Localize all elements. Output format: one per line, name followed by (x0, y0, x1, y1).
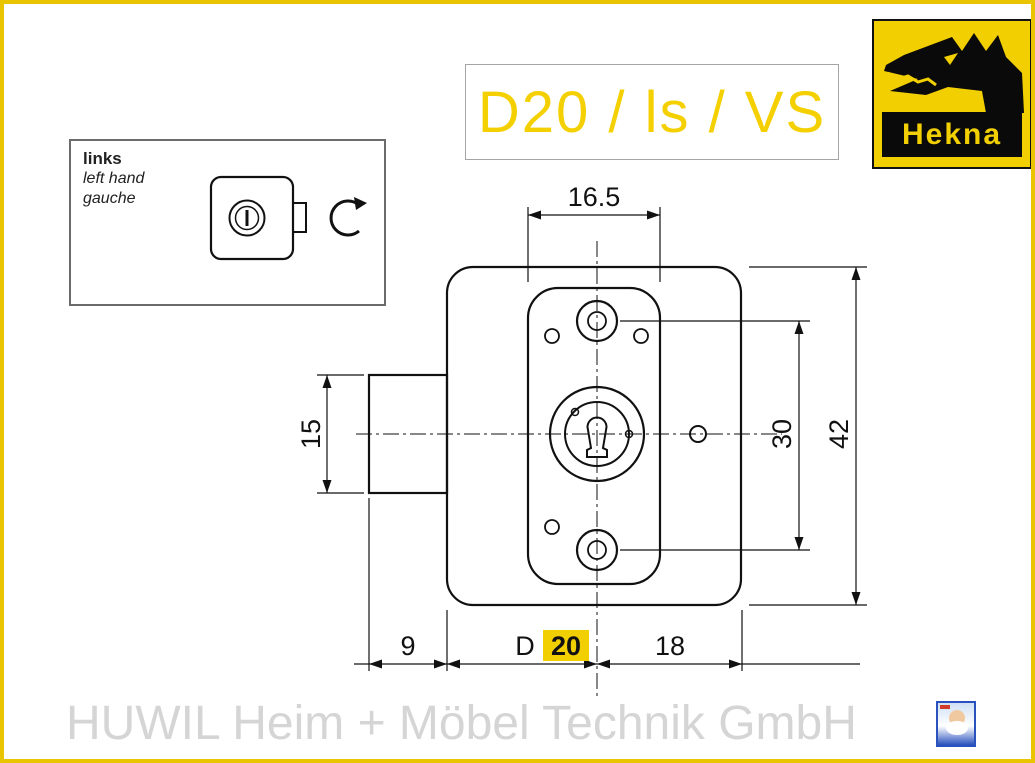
cylinder-inner (564, 401, 630, 467)
cylinder-notch-right (624, 429, 634, 439)
orientation-label-fr: gauche (83, 190, 136, 207)
dimension-body-height: 42 (749, 266, 867, 606)
lock-technical-drawing: 16.5 15 30 42 (296, 182, 867, 696)
keyhole (586, 416, 608, 458)
orientation-label-en: left hand (83, 170, 145, 187)
screw-hole-top (575, 299, 619, 343)
orientation-lock-icon (209, 175, 367, 261)
rotation-arrow-icon (329, 197, 367, 237)
diameter-highlight (543, 630, 589, 661)
screw-hole-top-inner (587, 311, 607, 331)
lock-body (445, 265, 743, 607)
orientation-labels: links left hand gauche (83, 149, 144, 209)
mounting-plate (526, 286, 662, 586)
dim-diameter-prefix: D (515, 631, 535, 661)
plate-pin-hole-bottom-left (544, 519, 560, 535)
plate-pin-hole-top-right (633, 328, 649, 344)
plate-pin-hole-top-left (544, 328, 560, 344)
dim-diameter-value: 20 (551, 631, 581, 661)
dimension-bottom-chain: 9 D 20 18 (354, 498, 860, 671)
cylinder-notch-left (570, 407, 580, 417)
dimension-latch-height: 15 (296, 374, 364, 494)
mascot-beard (946, 721, 968, 735)
wolf-icon (884, 33, 1024, 113)
dim-body-height-value: 42 (824, 419, 854, 449)
title-box: D20 / ls / VS (465, 64, 839, 160)
orientation-box: links left hand gauche (69, 139, 386, 306)
dim-latch-height-value: 15 (296, 419, 326, 449)
screw-hole-bottom (575, 528, 619, 572)
dim-hole-spacing-value: 30 (767, 419, 797, 449)
footer-company: HUWIL Heim + Möbel Technik GmbH (66, 697, 857, 750)
dimension-hole-spacing: 30 (620, 320, 810, 551)
dimension-top-width: 16.5 (527, 182, 661, 282)
footer-mascot-image (936, 701, 976, 747)
screw-hole-bottom-inner (587, 540, 607, 560)
dim-top-width-value: 16.5 (568, 182, 621, 212)
mascot-red-mark (940, 705, 950, 709)
dim-protrusion-value: 9 (400, 631, 415, 661)
dim-right-offset-value: 18 (655, 631, 685, 661)
latch-bolt (367, 373, 449, 495)
page-title: D20 / ls / VS (477, 79, 827, 145)
brand-logo: Hekna (872, 19, 1031, 169)
cylinder-outer (548, 385, 646, 483)
brand-name: Hekna (882, 112, 1022, 157)
orientation-label-de: links (83, 149, 122, 168)
side-hole (689, 425, 707, 443)
